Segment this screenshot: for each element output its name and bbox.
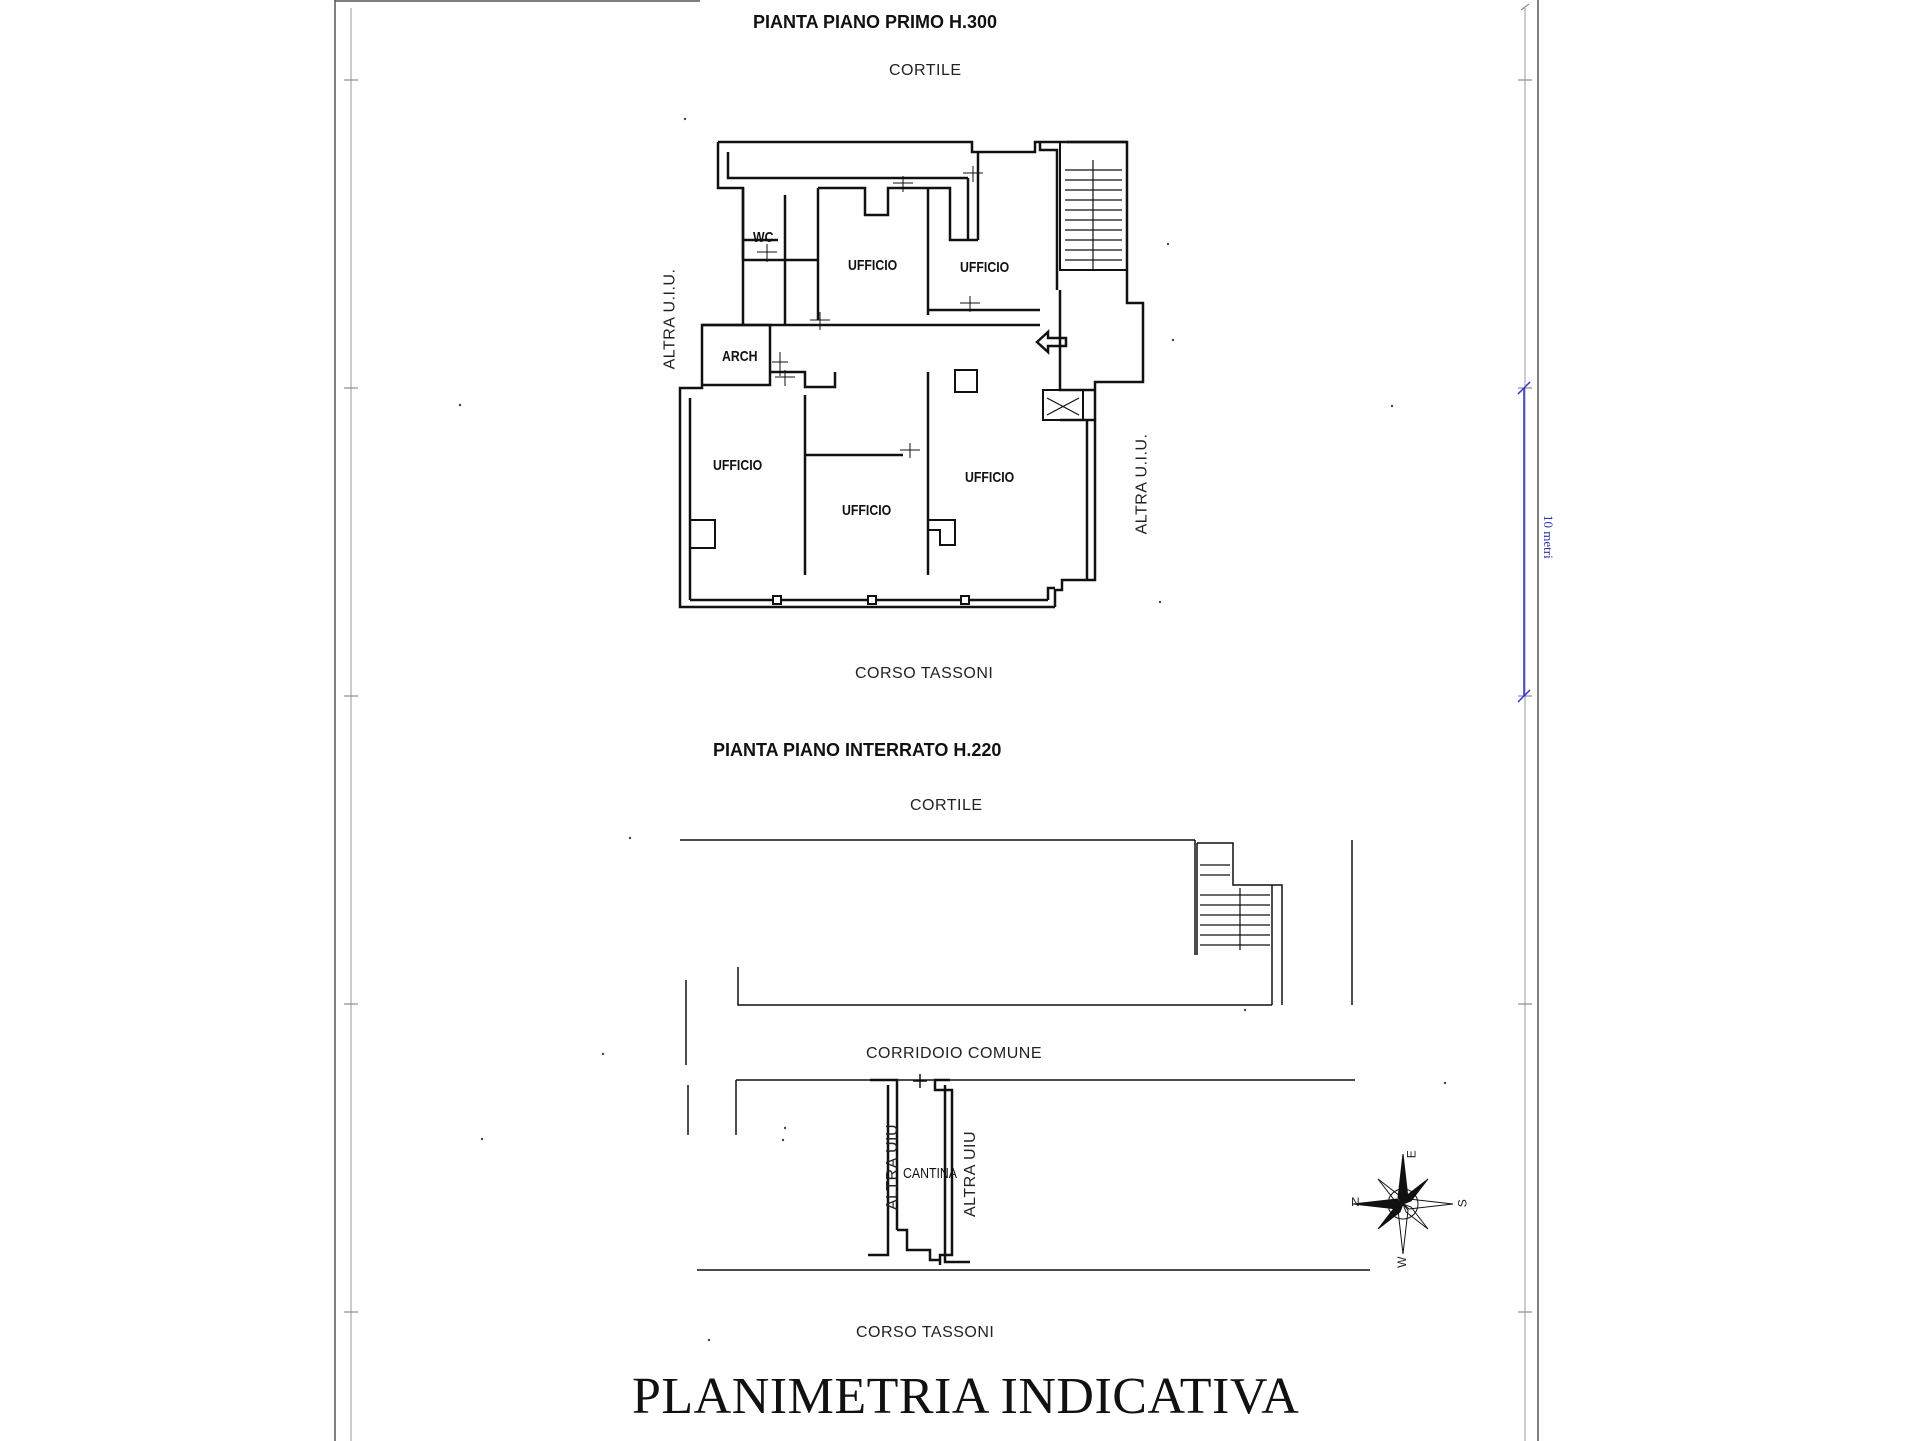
upper-windows xyxy=(772,595,970,605)
upper-plan-walls xyxy=(678,140,1145,609)
scan-specks xyxy=(458,117,1447,1342)
upper-stair-treads xyxy=(1046,160,1122,416)
scale-bar xyxy=(1517,381,1531,703)
room-wc-label: WC xyxy=(753,229,774,246)
page-frame xyxy=(334,0,1539,1441)
corridor-label: CORRIDOIO COMUNE xyxy=(866,1045,1042,1062)
lower-plan-walls xyxy=(680,839,1370,1271)
lower-top-street-label: CORTILE xyxy=(910,797,983,814)
room-office-right-label: UFFICIO xyxy=(965,469,1015,486)
upper-plan-title: PIANTA PIANO PRIMO H.300 xyxy=(753,12,998,32)
compass-letter-w: W xyxy=(1394,1256,1409,1268)
scale-bar-label: 10 metri xyxy=(1541,515,1556,559)
room-office-top-right-label: UFFICIO xyxy=(960,259,1010,276)
frame-ticks xyxy=(344,3,1532,1313)
cellar-label: CANTINA xyxy=(903,1165,957,1182)
room-office-middle-label: UFFICIO xyxy=(842,502,892,519)
door-marks xyxy=(757,166,983,458)
footer-title: PLANIMETRIA INDICATIVA xyxy=(632,1368,1300,1425)
cantina-walls xyxy=(868,1074,970,1265)
lower-plan-title: PIANTA PIANO INTERRATO H.220 xyxy=(713,740,1002,760)
upper-top-street-label: CORTILE xyxy=(889,62,962,79)
upper-bottom-street-label: CORSO TASSONI xyxy=(855,665,994,682)
compass-letter-s: S xyxy=(1455,1198,1470,1208)
lower-stair-treads xyxy=(1200,864,1270,950)
compass-letter-n: N xyxy=(1351,1195,1361,1209)
room-office-top-left-label: UFFICIO xyxy=(848,257,898,274)
upper-right-side-label: ALTRA U.I.U. xyxy=(1133,433,1151,535)
room-archive-label: ARCH xyxy=(722,348,758,365)
compass-rose xyxy=(1352,1153,1454,1255)
lower-right-side-label: ALTRA UIU xyxy=(962,1131,979,1217)
lower-bottom-street-label: CORSO TASSONI xyxy=(856,1324,995,1341)
room-office-left-label: UFFICIO xyxy=(713,457,763,474)
compass-letter-e: E xyxy=(1404,1149,1419,1159)
lower-left-side-label: ALTRA UIU xyxy=(884,1124,901,1210)
upper-left-side-label: ALTRA U.I.U. xyxy=(661,268,679,370)
